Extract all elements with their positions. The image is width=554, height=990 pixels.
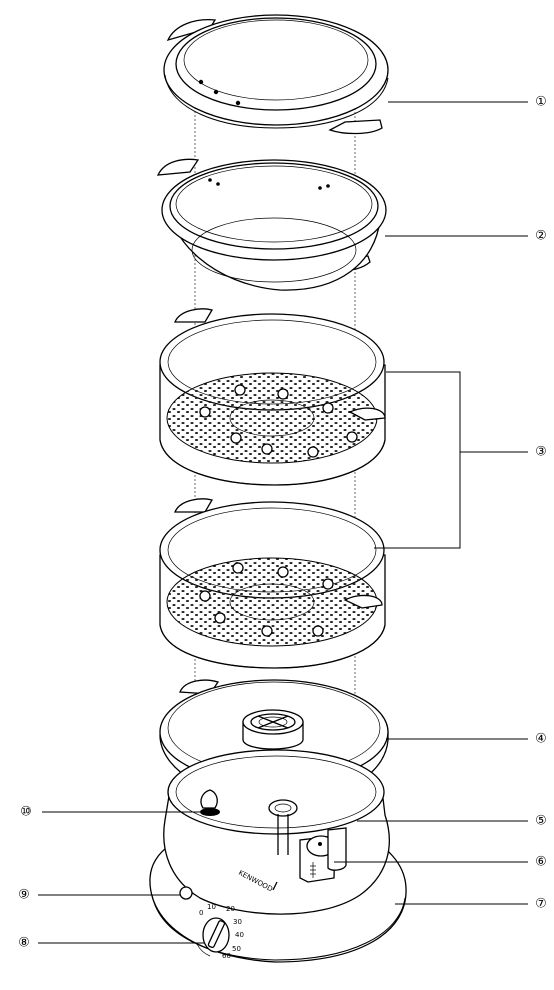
callout-1: ① — [535, 95, 547, 110]
callout-label-4: ④ — [535, 732, 547, 747]
callout-7: ⑦ — [535, 897, 547, 912]
timer-mark-10: 10 — [207, 903, 216, 911]
callout-9: ⑨ — [18, 888, 30, 903]
leader-lines — [38, 101, 528, 944]
timer-mark-40: 40 — [235, 931, 244, 939]
timer-mark-20: 20 — [226, 905, 235, 913]
callout-label-2: ② — [535, 229, 547, 244]
callout-label-9: ⑨ — [18, 888, 30, 903]
steaming-basket-upper — [159, 308, 386, 486]
callout-6: ⑥ — [535, 855, 547, 870]
timer-mark-30: 30 — [233, 918, 242, 926]
callout-8: ⑧ — [18, 936, 30, 951]
callout-label-5: ⑤ — [535, 814, 547, 829]
timer-mark-50: 50 — [232, 945, 241, 953]
callout-label-8: ⑧ — [18, 936, 30, 951]
callout-4: ④ — [535, 732, 547, 747]
callout-2: ② — [535, 229, 547, 244]
callout-label-1: ① — [535, 95, 547, 110]
callout-label-6: ⑥ — [535, 855, 547, 870]
callout-label-7: ⑦ — [535, 897, 547, 912]
lid — [163, 14, 389, 135]
timer-mark-60: 60 — [222, 952, 231, 960]
callout-label-10: ⑩ — [20, 805, 32, 820]
base-unit: KENWOOD 0 10 20 30 40 50 60 — [149, 749, 407, 963]
callout-5: ⑤ — [535, 814, 547, 829]
rice-bowl — [156, 158, 387, 291]
steaming-basket-lower — [159, 498, 386, 669]
callout-3: ③ — [535, 445, 547, 460]
callout-label-3: ③ — [535, 445, 547, 460]
callout-10: ⑩ — [20, 805, 32, 820]
timer-mark-0: 0 — [199, 909, 203, 917]
